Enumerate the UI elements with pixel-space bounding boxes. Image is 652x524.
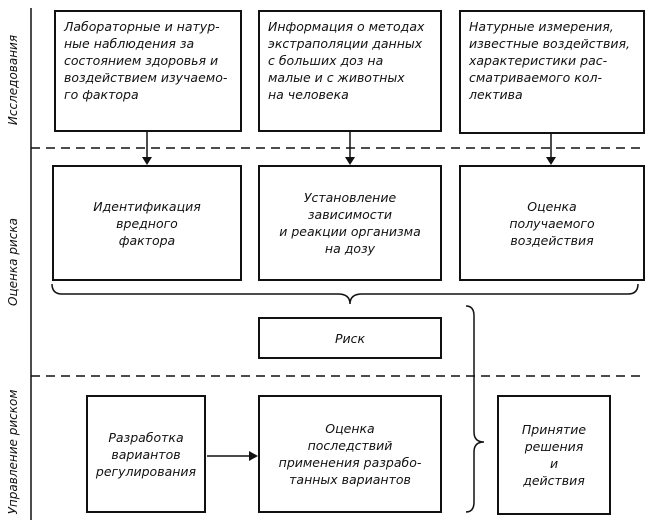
extrapolation-info-text: Информация о методах экстраполяции данны…	[268, 19, 425, 102]
decision-action-box: Принятие решения и действия	[497, 395, 611, 515]
arrow-options-to-consequences	[207, 451, 258, 461]
side-label-assessment: Оценка риска	[6, 218, 20, 306]
management-brace	[465, 305, 485, 513]
exposure-assessment-text: Оценка получаемого воздействия	[509, 198, 595, 248]
extrapolation-info-box: Информация о методах экстраполяции данны…	[258, 10, 442, 132]
field-measurements-text: Натурные измерения, известные воздействи…	[469, 19, 630, 102]
dose-response-box: Установление зависимости и реакции орган…	[258, 165, 442, 281]
consequences-assessment-text: Оценка последствий применения разрабо- т…	[278, 421, 422, 487]
dose-response-text: Установление зависимости и реакции орган…	[279, 190, 421, 256]
risk-text: Риск	[334, 330, 366, 346]
hazard-identification-box: Идентификация вредного фактора	[52, 165, 242, 281]
lab-observations-box: Лабораторные и натур- ные наблюдения за …	[54, 10, 242, 132]
side-label-management: Управление риском	[6, 389, 20, 515]
risk-box: Риск	[258, 317, 442, 359]
lab-observations-text: Лабораторные и натур- ные наблюдения за …	[64, 19, 228, 102]
assessment-brace	[51, 283, 639, 305]
arrow-lab-to-identification	[142, 131, 152, 165]
exposure-assessment-box: Оценка получаемого воздействия	[459, 165, 645, 281]
side-label-research: Исследования	[6, 34, 20, 126]
arrow-field-to-exposure	[546, 133, 556, 165]
field-measurements-box: Натурные измерения, известные воздействи…	[459, 10, 645, 134]
regulation-options-box: Разработка вариантов регулирования	[86, 395, 206, 513]
consequences-assessment-box: Оценка последствий применения разрабо- т…	[258, 395, 442, 513]
hazard-identification-text: Идентификация вредного фактора	[93, 198, 201, 248]
arrow-extrapolation-to-dose-response	[345, 131, 355, 165]
regulation-options-text: Разработка вариантов регулирования	[95, 429, 197, 479]
decision-action-text: Принятие решения и действия	[521, 422, 587, 488]
